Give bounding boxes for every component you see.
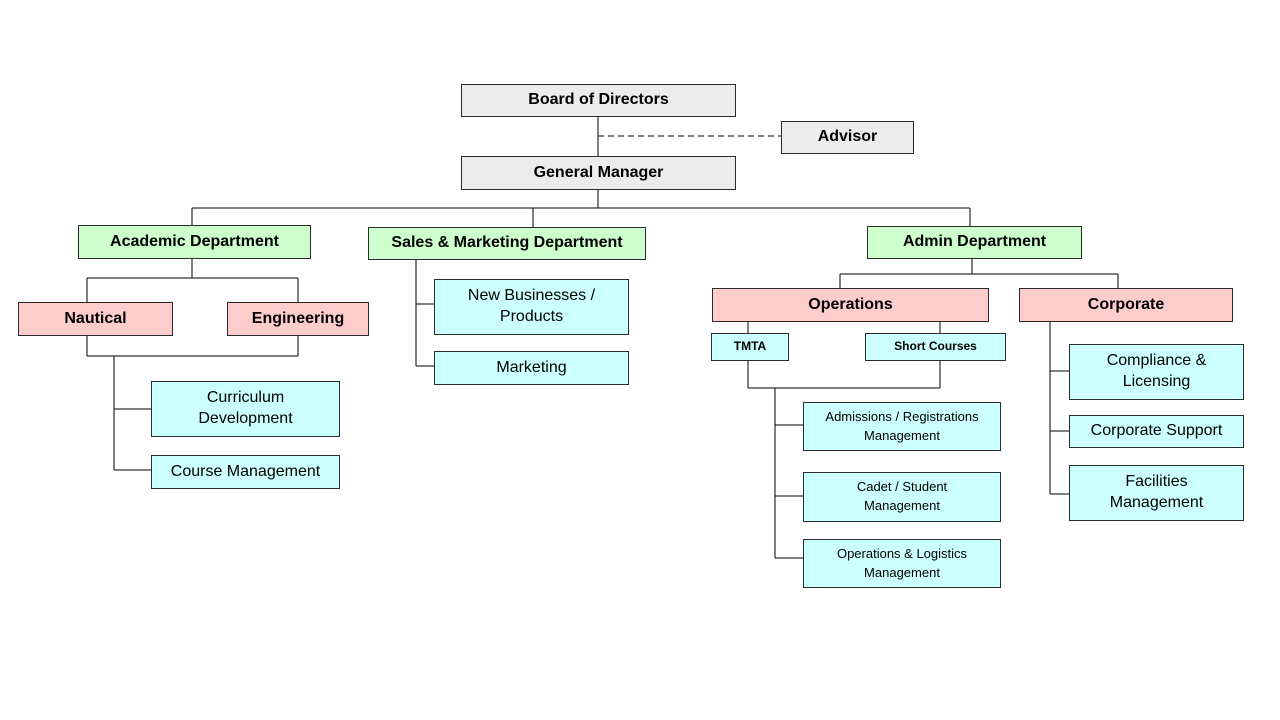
- board-of-directors-box: Board of Directors: [461, 84, 736, 117]
- facilities-management-box: Facilities Management: [1069, 465, 1244, 521]
- nautical-box: Nautical: [18, 302, 173, 336]
- advisor-box: Advisor: [781, 121, 914, 154]
- academic-department-box: Academic Department: [78, 225, 311, 259]
- operations-logistics-box: Operations & Logistics Management: [803, 539, 1001, 588]
- new-businesses-products-box: New Businesses / Products: [434, 279, 629, 335]
- operations-box: Operations: [712, 288, 989, 322]
- sales-marketing-department-box: Sales & Marketing Department: [368, 227, 646, 260]
- corporate-support-box: Corporate Support: [1069, 415, 1244, 448]
- course-management-box: Course Management: [151, 455, 340, 489]
- admissions-registrations-box: Admissions / Registrations Management: [803, 402, 1001, 451]
- compliance-licensing-box: Compliance & Licensing: [1069, 344, 1244, 400]
- curriculum-development-box: Curriculum Development: [151, 381, 340, 437]
- engineering-box: Engineering: [227, 302, 369, 336]
- marketing-box: Marketing: [434, 351, 629, 385]
- cadet-student-management-box: Cadet / Student Management: [803, 472, 1001, 522]
- tmta-box: TMTA: [711, 333, 789, 361]
- corporate-box: Corporate: [1019, 288, 1233, 322]
- short-courses-box: Short Courses: [865, 333, 1006, 361]
- general-manager-box: General Manager: [461, 156, 736, 190]
- admin-department-box: Admin Department: [867, 226, 1082, 259]
